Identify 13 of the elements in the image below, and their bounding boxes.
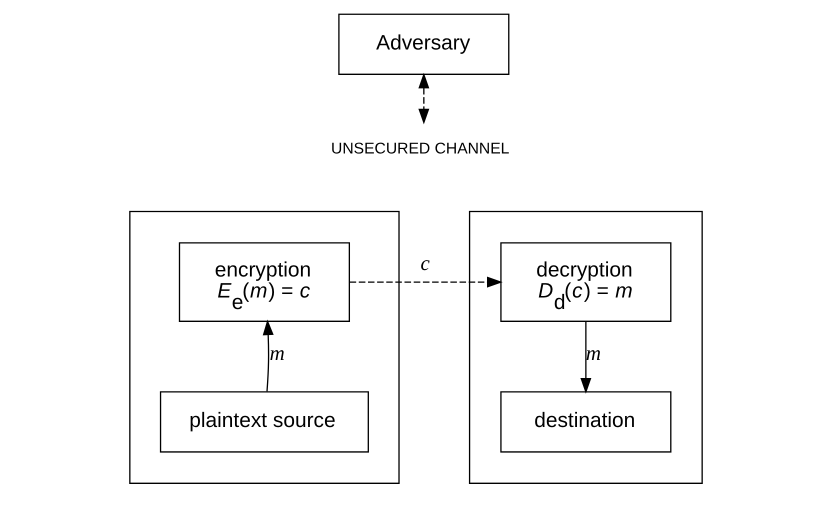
arrow bbox=[418, 72, 429, 124]
edge-label: c bbox=[420, 250, 430, 275]
node-box: plaintext source bbox=[159, 390, 368, 452]
edge-label: m bbox=[269, 340, 284, 365]
cluster bbox=[468, 210, 702, 484]
node-box: Adversary bbox=[338, 13, 509, 74]
arrow bbox=[349, 276, 502, 288]
edge-label: m bbox=[585, 340, 600, 365]
arrow bbox=[580, 321, 591, 394]
label: UNSECURED CHANNEL bbox=[330, 140, 509, 158]
cluster bbox=[128, 210, 400, 484]
node-box: destination bbox=[500, 390, 671, 452]
arrow bbox=[262, 318, 274, 391]
